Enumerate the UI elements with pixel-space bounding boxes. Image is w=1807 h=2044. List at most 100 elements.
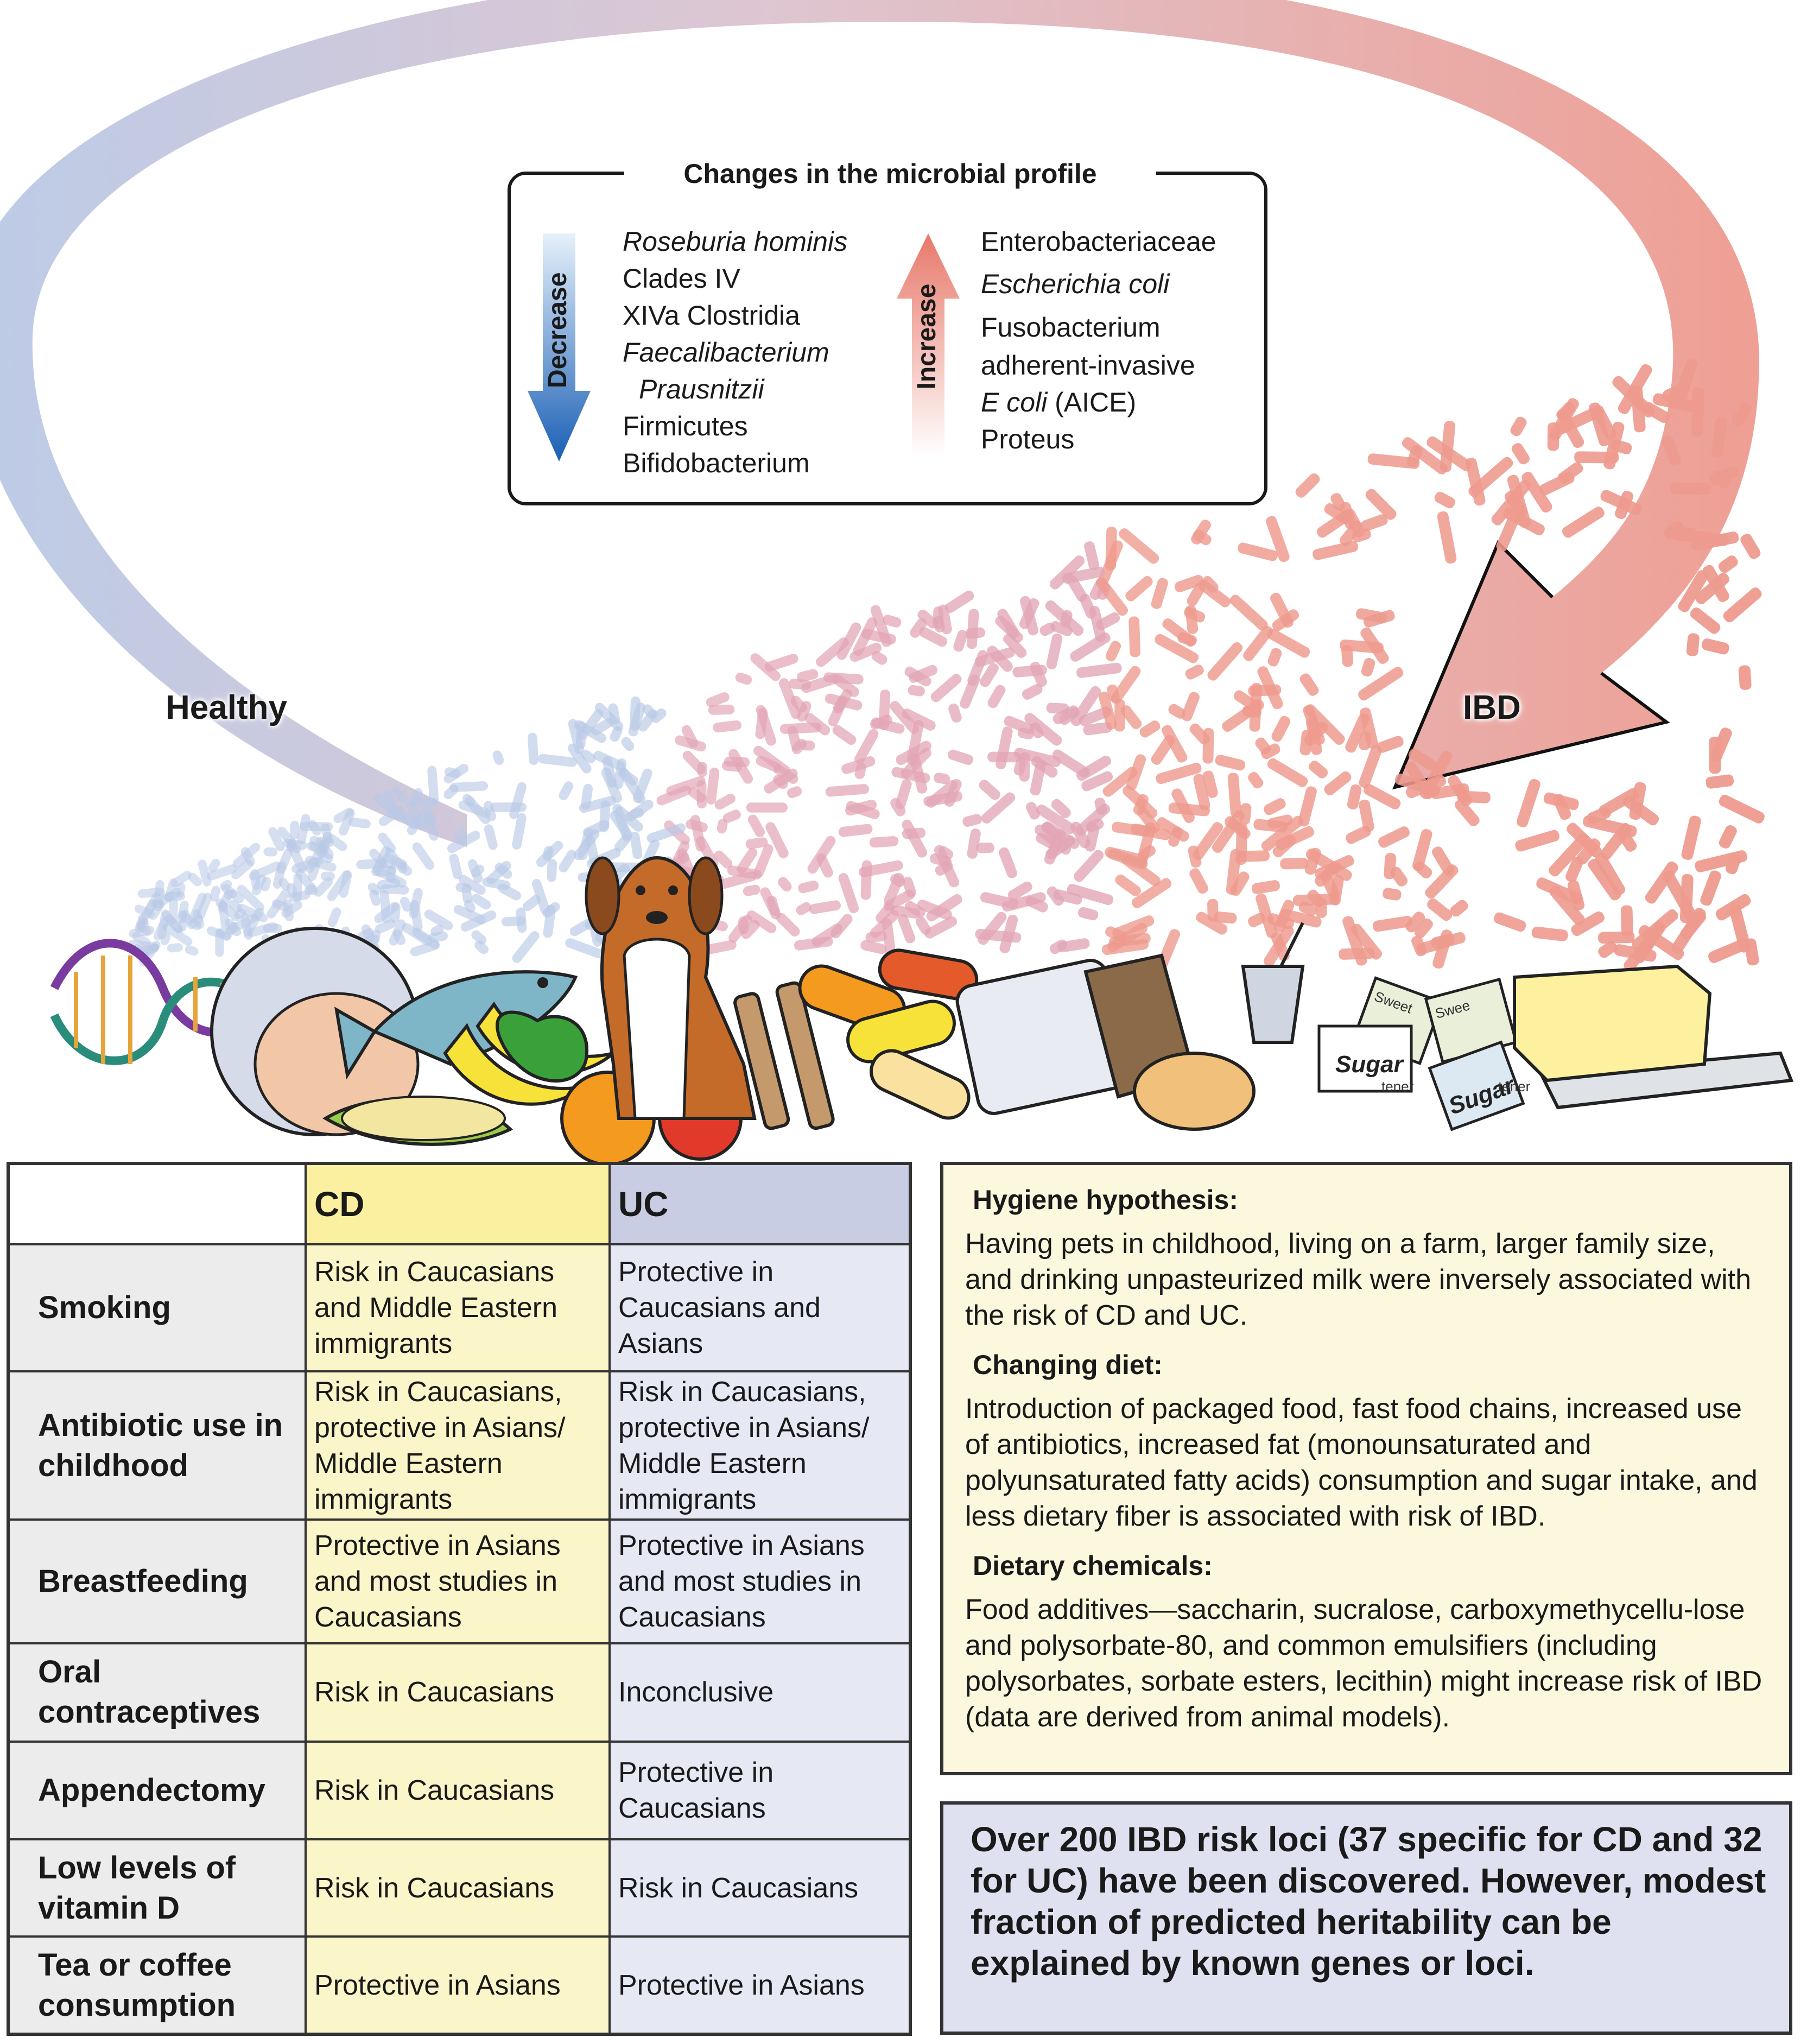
bacterium-shape xyxy=(215,898,240,922)
bacterium-shape xyxy=(1237,850,1270,862)
bacterium-shape xyxy=(909,753,928,794)
bacterium-shape xyxy=(283,838,307,850)
bacterium-shape xyxy=(849,642,882,662)
increase-item: E coli (AICE) xyxy=(981,384,1216,421)
bacterium-shape xyxy=(1711,417,1727,458)
bacterium-shape xyxy=(465,796,491,824)
bacterium-shape xyxy=(1361,657,1375,677)
bacterium-shape xyxy=(1168,704,1186,719)
info-section-body: Introduction of packaged food, fast food… xyxy=(965,1393,1758,1532)
bacterium-shape xyxy=(250,869,261,890)
environmental-factors-illustration: Sugar Sugar Sweet Swee tener tener xyxy=(50,856,1794,1166)
genetic-risk-loci-box: Over 200 IBD risk loci (37 specific for … xyxy=(940,1801,1792,2035)
bacterium-shape xyxy=(1227,773,1241,818)
bacterium-shape xyxy=(780,722,822,734)
bacterium-shape xyxy=(1539,472,1575,496)
bacterium-shape xyxy=(333,808,354,824)
bacterium-shape xyxy=(682,750,706,775)
bacterium-shape xyxy=(1360,707,1378,749)
bacterium-shape xyxy=(1162,725,1188,763)
bacterium-shape xyxy=(290,820,300,840)
bacterium-shape xyxy=(378,832,396,853)
bacterium-shape xyxy=(628,703,646,737)
bacterium-shape xyxy=(1280,857,1309,870)
bacterium-shape xyxy=(1663,870,1698,922)
bacterium-shape xyxy=(1358,667,1404,701)
bacterium-shape xyxy=(267,889,290,919)
bacterium-shape xyxy=(838,873,859,914)
bacterium-shape xyxy=(1740,534,1761,559)
bacterium-shape xyxy=(967,828,981,859)
bacterium-shape xyxy=(263,847,278,857)
bacterium-shape xyxy=(412,927,440,949)
bacterium-shape xyxy=(339,870,352,898)
bacterium-shape xyxy=(1587,807,1611,824)
bacterium-shape xyxy=(1621,905,1633,936)
bacterium-shape xyxy=(1053,705,1079,724)
bacterium-shape xyxy=(474,940,489,954)
bacterium-shape xyxy=(458,875,486,895)
bacterium-shape xyxy=(1079,593,1096,619)
bacterium-shape xyxy=(1702,565,1729,602)
cd-effect-cell: Risk in Caucasians xyxy=(305,1838,611,1938)
bacterium-shape xyxy=(756,705,776,746)
bacterium-shape xyxy=(1076,662,1122,678)
bacterium-shape xyxy=(1305,848,1352,881)
bacterium-shape xyxy=(987,685,1006,708)
bacterium-shape xyxy=(1238,542,1278,561)
bacterium-shape xyxy=(1450,900,1468,917)
bacterium-shape xyxy=(948,703,962,723)
bacterium-shape xyxy=(765,822,789,858)
bacterium-shape xyxy=(1107,684,1120,702)
bacterium-shape xyxy=(1267,814,1293,829)
bacterium-shape xyxy=(1030,760,1046,796)
bacterium-shape xyxy=(1075,803,1111,836)
bacterium-shape xyxy=(1239,803,1252,825)
bacterium-shape xyxy=(1299,673,1319,696)
bacterium-shape xyxy=(1455,799,1480,826)
bacterium-shape xyxy=(177,900,189,924)
bacterium-shape xyxy=(1615,490,1634,520)
bacterium-shape xyxy=(1367,453,1420,469)
bacterium-shape xyxy=(1057,938,1090,953)
bacterium-shape xyxy=(568,743,592,774)
bacterium-shape xyxy=(208,858,220,873)
bacterium-shape xyxy=(1267,648,1282,667)
bacterium-shape xyxy=(1070,821,1090,849)
bacterium-shape xyxy=(379,857,395,869)
bacterium-shape xyxy=(1271,716,1291,742)
bacterium-shape xyxy=(1193,774,1210,811)
increase-item: Fusobacterium xyxy=(981,312,1161,343)
increase-item: Proteus xyxy=(981,424,1075,454)
bacterium-shape xyxy=(304,884,316,895)
burger-icon xyxy=(1133,1052,1256,1131)
bacterium-shape xyxy=(379,890,391,923)
bacterium-shape xyxy=(1434,491,1455,509)
bacterium-shape xyxy=(930,853,952,867)
bacterium-shape xyxy=(1719,555,1738,573)
bacterium-shape xyxy=(778,877,792,892)
bacterium-shape xyxy=(688,787,706,803)
bacterium-shape xyxy=(389,808,422,826)
bacterium-shape xyxy=(917,609,939,629)
bacterium-shape xyxy=(1096,577,1128,616)
bacterium-shape xyxy=(1690,607,1721,634)
bacterium-shape xyxy=(424,909,453,931)
bacterium-shape xyxy=(471,930,487,945)
bacterium-shape xyxy=(1151,578,1168,609)
bacterium-shape xyxy=(1652,393,1699,413)
bacterium-shape xyxy=(791,739,807,755)
sugar-packet-label: Sugar xyxy=(1335,1051,1405,1078)
bacterium-shape xyxy=(356,858,387,869)
risk-factor-cell: Appendectomy xyxy=(7,1741,307,1840)
bacterium-shape xyxy=(1320,870,1340,900)
bacterium-shape xyxy=(185,945,199,956)
bacterium-shape xyxy=(482,877,511,890)
bacterium-shape xyxy=(559,850,576,872)
butter-icon xyxy=(1513,964,1794,1110)
bacterium-shape xyxy=(1267,913,1294,929)
bacterium-shape xyxy=(608,703,620,725)
